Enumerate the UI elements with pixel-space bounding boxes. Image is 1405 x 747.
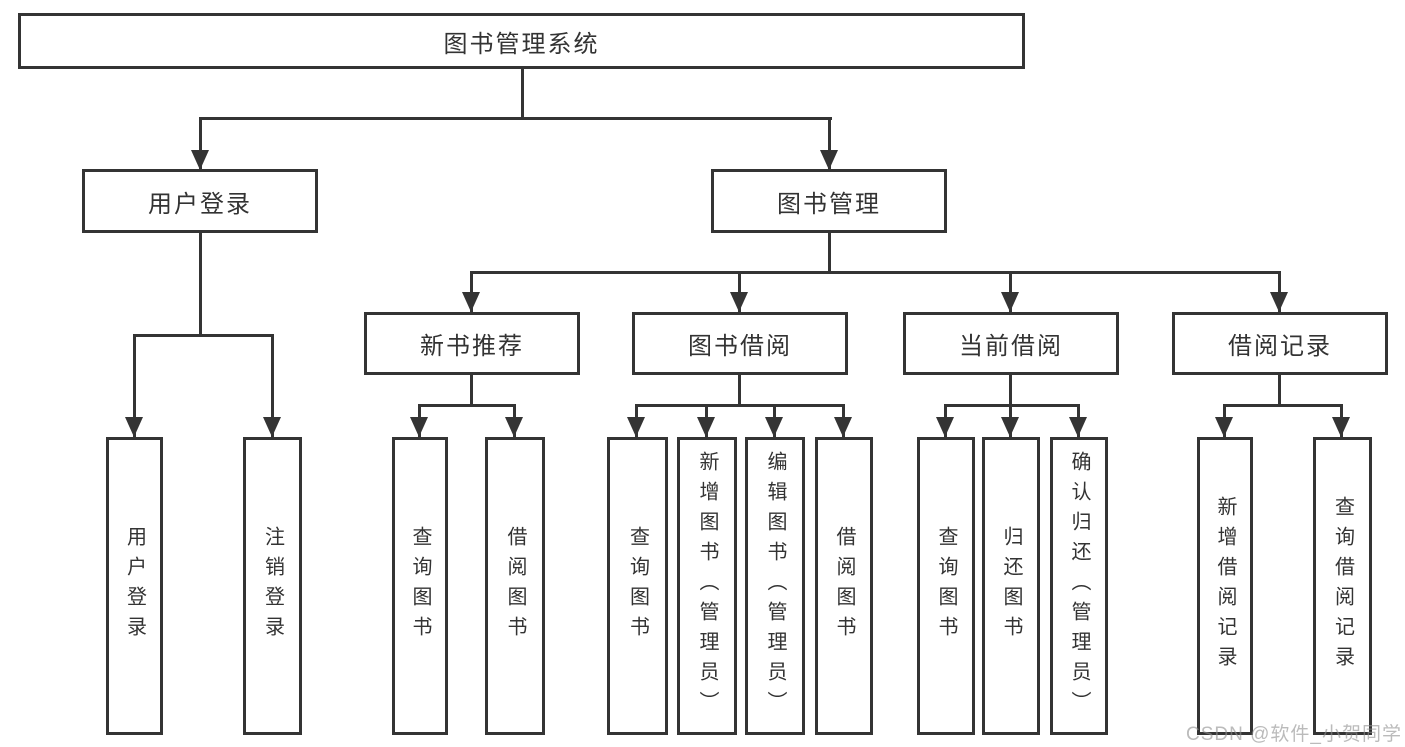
node-book-borrowing: 图书借阅 — [632, 312, 848, 375]
arrow-down-icon — [1215, 417, 1233, 437]
leaf-br-query-record: 查询借阅记录 — [1313, 437, 1372, 735]
arrow-down-icon — [462, 292, 480, 312]
node-book-management-label: 图书管理 — [777, 190, 881, 218]
connector-line — [828, 117, 831, 170]
arrow-down-icon — [730, 292, 748, 312]
csdn-watermark: CSDN @软件_小贺同学 — [1186, 724, 1402, 745]
node-new-book-recommendation: 新书推荐 — [364, 312, 580, 375]
node-current-borrowing: 当前借阅 — [903, 312, 1119, 375]
leaf-bb-add-book-admin: 新增图书（管理员） — [677, 437, 737, 735]
leaf-rec-query-books-label: 查询图书 — [409, 526, 431, 646]
node-borrowing-records: 借阅记录 — [1172, 312, 1388, 375]
node-library-system-label: 图书管理系统 — [443, 30, 600, 58]
leaf-logout-login-label: 注销登录 — [261, 526, 284, 646]
node-current-borrowing-label: 当前借阅 — [959, 333, 1063, 360]
leaf-cb-return-book: 归还图书 — [982, 437, 1040, 735]
leaf-bb-query-books: 查询图书 — [607, 437, 668, 735]
leaf-bb-edit-book-admin-label: 编辑图书（管理员） — [764, 451, 786, 721]
connector-line — [521, 68, 524, 119]
arrow-down-icon — [820, 150, 838, 170]
node-book-borrowing-label: 图书借阅 — [688, 333, 792, 360]
arrow-down-icon — [1270, 292, 1288, 312]
arrow-down-icon — [834, 417, 852, 437]
leaf-logout-login: 注销登录 — [243, 437, 302, 735]
connector-line — [470, 374, 473, 406]
arrow-down-icon — [191, 150, 209, 170]
arrow-down-icon — [1001, 417, 1019, 437]
node-borrowing-records-label: 借阅记录 — [1228, 333, 1332, 360]
leaf-rec-borrow-books-label: 借阅图书 — [504, 526, 526, 646]
connector-line — [1009, 374, 1012, 406]
connector-line — [133, 334, 274, 337]
node-user-login-label: 用户登录 — [148, 190, 252, 218]
connector-line — [418, 404, 516, 407]
leaf-user-login-label: 用户登录 — [123, 526, 146, 646]
node-book-management: 图书管理 — [711, 169, 947, 233]
leaf-cb-return-book-label: 归还图书 — [1000, 526, 1022, 646]
arrow-down-icon — [410, 417, 428, 437]
leaf-br-add-record: 新增借阅记录 — [1197, 437, 1253, 735]
connector-line — [738, 374, 741, 406]
leaf-bb-edit-book-admin: 编辑图书（管理员） — [745, 437, 805, 735]
leaf-cb-query-books-label: 查询图书 — [935, 526, 957, 646]
connector-line — [635, 404, 845, 407]
leaf-bb-query-books-label: 查询图书 — [626, 526, 649, 646]
connector-line — [470, 271, 1281, 274]
node-user-login: 用户登录 — [82, 169, 318, 233]
connector-line — [828, 232, 831, 273]
leaf-bb-borrow-books: 借阅图书 — [815, 437, 873, 735]
connector-line — [199, 117, 202, 170]
connector-line — [271, 334, 274, 437]
connector-line — [133, 334, 136, 437]
arrow-down-icon — [505, 417, 523, 437]
connector-line — [944, 404, 1080, 407]
arrow-down-icon — [1001, 292, 1019, 312]
leaf-bb-borrow-books-label: 借阅图书 — [833, 526, 855, 646]
leaf-cb-confirm-return-admin-label: 确认归还（管理员） — [1068, 451, 1090, 721]
arrow-down-icon — [263, 417, 281, 437]
leaf-rec-borrow-books: 借阅图书 — [485, 437, 545, 735]
arrow-down-icon — [627, 417, 645, 437]
leaf-br-add-record-label: 新增借阅记录 — [1214, 496, 1236, 676]
arrow-down-icon — [936, 417, 954, 437]
connector-line — [199, 117, 832, 120]
node-new-book-recommendation-label: 新书推荐 — [420, 333, 524, 360]
arrow-down-icon — [765, 417, 783, 437]
node-library-system: 图书管理系统 — [18, 13, 1025, 69]
leaf-cb-query-books: 查询图书 — [917, 437, 975, 735]
connector-line — [1223, 404, 1343, 407]
leaf-user-login: 用户登录 — [106, 437, 163, 735]
arrow-down-icon — [125, 417, 143, 437]
arrow-down-icon — [1332, 417, 1350, 437]
leaf-rec-query-books: 查询图书 — [392, 437, 448, 735]
leaf-br-query-record-label: 查询借阅记录 — [1331, 496, 1354, 676]
connector-line — [1278, 374, 1281, 406]
leaf-cb-confirm-return-admin: 确认归还（管理员） — [1050, 437, 1108, 735]
leaf-bb-add-book-admin-label: 新增图书（管理员） — [696, 451, 718, 721]
arrow-down-icon — [697, 417, 715, 437]
connector-line — [199, 232, 202, 336]
arrow-down-icon — [1069, 417, 1087, 437]
